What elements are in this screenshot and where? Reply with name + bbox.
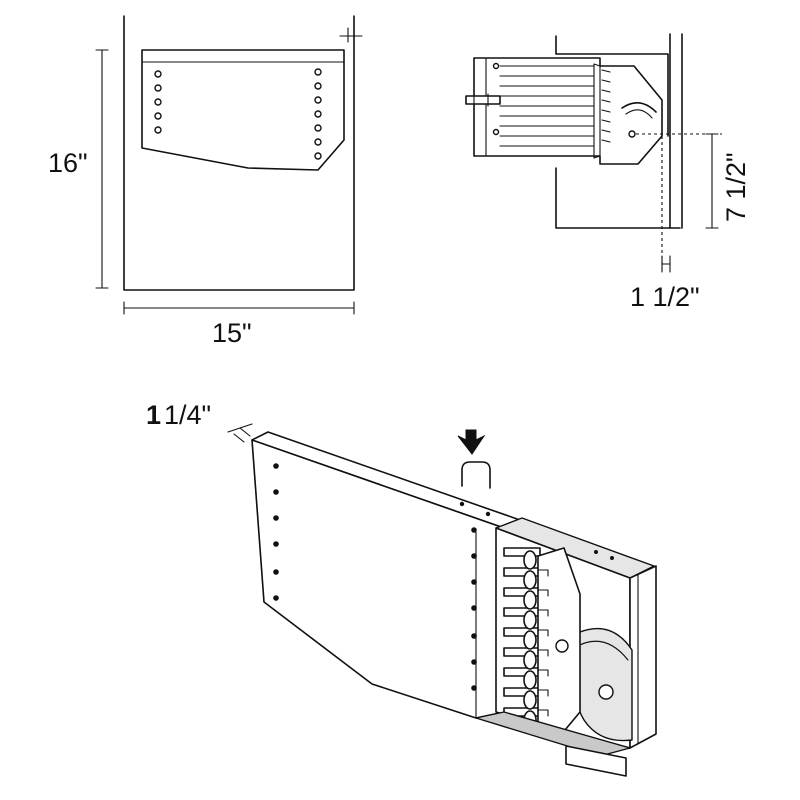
template-holes-right (314, 68, 322, 160)
horizontal-offset-dimension-line (661, 255, 671, 273)
vertical-offset-label: 7 1/2" (721, 152, 751, 222)
template-top-dot-2 (485, 511, 491, 517)
template-holes-left (154, 70, 162, 134)
height-dimension-line (95, 49, 109, 289)
front-elevation-view: 16" 15" (48, 15, 363, 348)
lock-plate-hole (555, 639, 569, 653)
bracket-hook (621, 102, 657, 113)
template-dots-left (273, 463, 279, 601)
bracket-hook-inner (625, 109, 653, 119)
bracket-pin (465, 95, 501, 105)
bracket-ribs (499, 65, 595, 147)
horizontal-offset-label: 1 1/2" (630, 282, 700, 312)
staple-icon (461, 461, 491, 489)
depth-dimension-line (227, 423, 253, 443)
width-label: 15" (212, 318, 252, 348)
bracket-bottom-rail (475, 711, 631, 757)
template-plate (141, 49, 345, 171)
reveal-tick (339, 27, 363, 43)
bracket-body (473, 57, 663, 165)
vertical-offset-dimension-line (705, 133, 719, 229)
bracket-bottom-tab (565, 745, 627, 777)
bracket-hole-top (492, 62, 500, 70)
down-arrow-icon (457, 429, 486, 455)
disk-pivot-hole (598, 684, 614, 700)
template-dots-right (471, 527, 477, 691)
depth-label-fraction: 1/4" (164, 400, 211, 430)
height-label: 16" (48, 148, 88, 178)
cabinet-wall (555, 35, 669, 137)
bracket-pin-ticks (473, 93, 489, 107)
bracket-front-plate (593, 63, 601, 159)
width-dimension-line (123, 301, 355, 315)
bracket-side-plate (629, 565, 657, 749)
lock-plate-teeth (537, 569, 549, 717)
template-left-edge (251, 439, 265, 603)
bracket-pivot-hole (628, 130, 636, 138)
bracket-rib-teeth (601, 69, 611, 143)
cabinet-side (555, 167, 681, 229)
depth-label-whole: 1 (146, 400, 161, 430)
isometric-assembly-view: 1 1/4" (146, 400, 657, 777)
panel-outline (123, 15, 355, 291)
side-detail-view: 7 1/2" 1 1/2" (465, 33, 751, 312)
bracket-hole-bottom (492, 128, 500, 136)
bracket-top-dot-2 (610, 556, 614, 560)
bracket-top-dot-1 (594, 550, 598, 554)
template-top-dot-1 (459, 501, 465, 507)
bracket-slat-tips (523, 550, 537, 730)
